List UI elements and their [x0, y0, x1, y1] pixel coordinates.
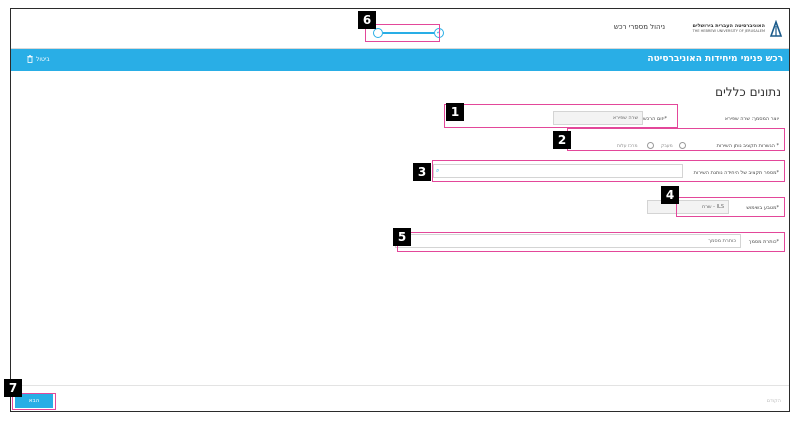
annotation-2: 2	[553, 131, 571, 149]
annotation-1: 1	[446, 103, 464, 121]
highlight-box-5	[397, 232, 785, 252]
annotation-5: 5	[393, 228, 411, 246]
radio-option-1[interactable]	[679, 142, 686, 149]
radio-option-2-label: מרכז עלות	[617, 144, 638, 149]
requester-field[interactable]: שרה שפירא	[553, 111, 643, 125]
highlight-box-6	[365, 24, 440, 42]
next-button[interactable]: הבא	[15, 394, 53, 408]
budget-number-label: *מספר תקציב של היחידה נותנת השירות	[693, 170, 779, 176]
university-emblem-icon	[769, 19, 783, 38]
radio-option-2[interactable]	[647, 142, 654, 149]
document-creator-value: שרה שפירא	[724, 116, 750, 122]
previous-button[interactable]: הקודם	[766, 398, 781, 404]
search-icon[interactable]: ⌕	[436, 167, 440, 174]
radio-option-1-label: מעבק	[661, 144, 673, 149]
annotation-3: 3	[413, 163, 431, 181]
highlight-box-3	[432, 160, 785, 182]
university-logo: האוניברסיטה העברית בירושלים THE HEBREW U…	[692, 18, 783, 40]
app-window: האוניברסיטה העברית בירושלים THE HEBREW U…	[10, 8, 790, 412]
university-name-english: THE HEBREW UNIVERSITY OF JERUSALEM	[692, 29, 765, 34]
page-title: רכש פנימי מיחידות האוניברסיטה	[647, 54, 783, 64]
annotation-4: 4	[661, 186, 679, 204]
footer-bar: הבא הקודם	[11, 385, 789, 411]
annotation-7: 7	[4, 379, 22, 397]
highlight-box-1	[444, 104, 678, 128]
cancel-button[interactable]: ביטול	[27, 55, 50, 63]
highlight-box-7	[12, 393, 56, 410]
currency-label: *מטבע בשימוש	[746, 205, 779, 211]
top-header: האוניברסיטה העברית בירושלים THE HEBREW U…	[11, 9, 789, 49]
app-title: ניהול מספרי רכש	[613, 23, 665, 31]
trash-icon	[27, 55, 33, 63]
section-title: נתונים כללים	[715, 85, 781, 99]
university-name-hebrew: האוניברסיטה העברית בירושלים	[692, 23, 765, 30]
requester-label: *יזום הרכש	[643, 116, 667, 122]
service-budget-label: * הגשרות תקציב נותן השירות	[716, 143, 779, 149]
stepper-line	[383, 32, 434, 34]
budget-number-field[interactable]	[433, 164, 683, 178]
highlight-box-4	[676, 197, 785, 217]
annotation-6: 6	[358, 11, 376, 29]
step-1-circle[interactable]	[373, 28, 383, 38]
document-creator-label: יוצר המסמך: שרה שפירא	[724, 116, 779, 122]
highlight-box-2	[567, 128, 785, 151]
page-title-bar: רכש פנימי מיחידות האוניברסיטה ביטול	[11, 49, 789, 71]
cancel-label: ביטול	[36, 55, 50, 63]
document-title-label: *כותרת מסמך	[748, 239, 779, 245]
